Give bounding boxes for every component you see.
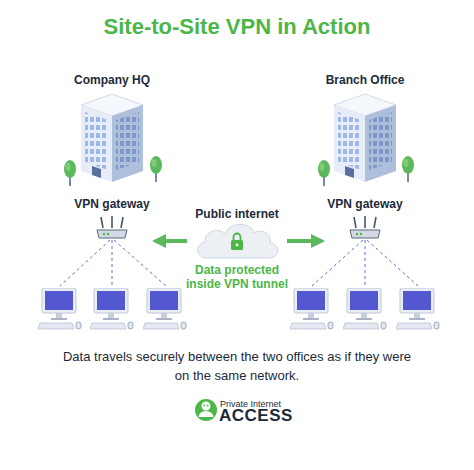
node-label: VPN gateway [326, 197, 404, 211]
logo-text: ACCESS [219, 406, 309, 426]
node-label: Public internet [193, 207, 281, 221]
router-icon [350, 216, 380, 238]
node-label: Company HQ [73, 73, 152, 87]
cloud-shape [198, 224, 278, 258]
gateway-node: VPN gateway [69, 196, 155, 262]
node-label: VPN gateway [73, 197, 151, 211]
title: Site-to-Site VPN in Action [0, 14, 474, 40]
logo-icon [195, 399, 217, 421]
tunnel-arrow [287, 239, 322, 243]
gateway-node: VPN gateway [322, 196, 408, 262]
caption: Data travels securely between the two of… [62, 348, 412, 386]
router-icon [97, 216, 127, 238]
computers [38, 288, 439, 329]
hq-building [64, 94, 162, 186]
tunnel-arrow [155, 239, 187, 243]
building-label: Branch Office [321, 72, 410, 88]
tunnel-label: Data protected inside VPN tunnel [177, 263, 297, 292]
building-label: Company HQ [69, 72, 156, 88]
node-label: Branch Office [325, 73, 406, 87]
branch-building [318, 94, 414, 186]
